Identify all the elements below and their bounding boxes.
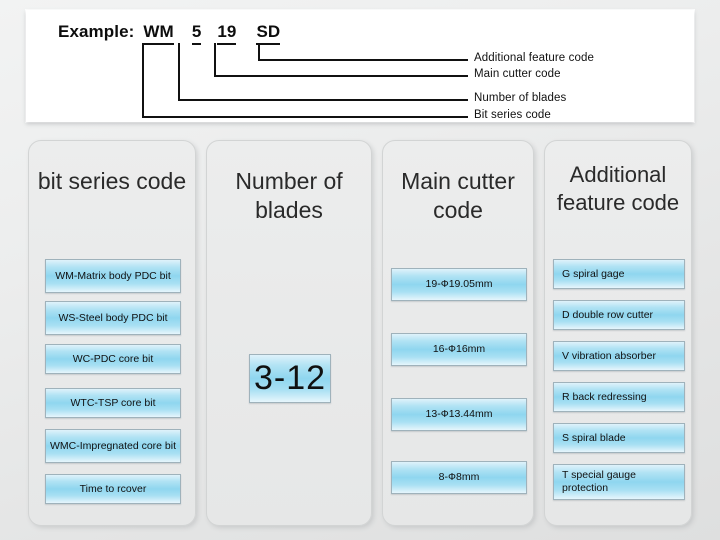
chip-wmc-impregnated-core-bit[interactable]: WMC-Impregnated core bit <box>45 429 181 463</box>
leader-horizontal-additional-feature <box>258 59 468 61</box>
code-columns: bit series code WM-Matrix body PDC bit W… <box>0 140 720 532</box>
column-additional-feature-code: Additional feature code G spiral gage D … <box>544 140 692 526</box>
leader-vertical-blade-count <box>178 43 180 100</box>
callout-number-of-blades: Number of blades <box>474 92 567 104</box>
column-bit-series-code: bit series code WM-Matrix body PDC bit W… <box>28 140 196 526</box>
column-title-main-cutter-code: Main cutter code <box>401 168 515 224</box>
code-token-bit-series: WM <box>143 22 174 45</box>
chip-wtc-tsp-core-bit[interactable]: WTC-TSP core bit <box>45 388 181 418</box>
chip-d-double-row-cutter[interactable]: D double row cutter <box>553 300 685 330</box>
callout-bit-series-code: Bit series code <box>474 109 551 121</box>
chip-cutter-19[interactable]: 19-Ф19.05mm <box>391 268 527 301</box>
chip-r-back-redressing[interactable]: R back redressing <box>553 382 685 412</box>
chip-wc-pdc-core-bit[interactable]: WC-PDC core bit <box>45 344 181 374</box>
chip-v-vibration-absorber[interactable]: V vibration absorber <box>553 341 685 371</box>
code-token-main-cutter: 19 <box>217 22 237 45</box>
chip-s-spiral-blade[interactable]: S spiral blade <box>553 423 685 453</box>
column-number-of-blades: Number of blades 3-12 <box>206 140 372 526</box>
chip-t-special-gauge-protection[interactable]: T special gauge protection <box>553 464 685 500</box>
callout-main-cutter-code: Main cutter code <box>474 68 561 80</box>
code-token-additional-feature: SD <box>256 22 281 45</box>
chip-g-spiral-gage[interactable]: G spiral gage <box>553 259 685 289</box>
callout-additional-feature-code: Additional feature code <box>474 52 594 64</box>
leader-vertical-additional-feature <box>258 43 260 60</box>
chip-cutter-8[interactable]: 8-Ф8mm <box>391 461 527 494</box>
code-token-blade-count: 5 <box>191 22 202 45</box>
leader-vertical-bit-series <box>142 43 144 117</box>
column-title-additional-feature-code: Additional feature code <box>556 162 680 216</box>
chip-cutter-13[interactable]: 13-Ф13.44mm <box>391 398 527 431</box>
leader-horizontal-main-cutter <box>214 75 468 77</box>
example-label: Example: <box>58 22 135 41</box>
chip-ws-steel-body-pdc-bit[interactable]: WS-Steel body PDC bit <box>45 301 181 335</box>
column-main-cutter-code: Main cutter code 19-Ф19.05mm 16-Ф16mm 13… <box>382 140 534 526</box>
leader-horizontal-blade-count <box>178 99 468 101</box>
leader-horizontal-bit-series <box>142 116 468 118</box>
column-title-bit-series-code: bit series code <box>37 168 187 194</box>
leader-vertical-main-cutter <box>214 43 216 76</box>
chip-blade-count-range[interactable]: 3-12 <box>249 354 331 403</box>
column-title-number-of-blades: Number of blades <box>235 168 343 224</box>
chip-time-to-rcover[interactable]: Time to rcover <box>45 474 181 504</box>
example-code-line: Example: WM 5 19 SD <box>58 22 281 45</box>
chip-cutter-16[interactable]: 16-Ф16mm <box>391 333 527 366</box>
chip-wm-matrix-body-pdc-bit[interactable]: WM-Matrix body PDC bit <box>45 259 181 293</box>
